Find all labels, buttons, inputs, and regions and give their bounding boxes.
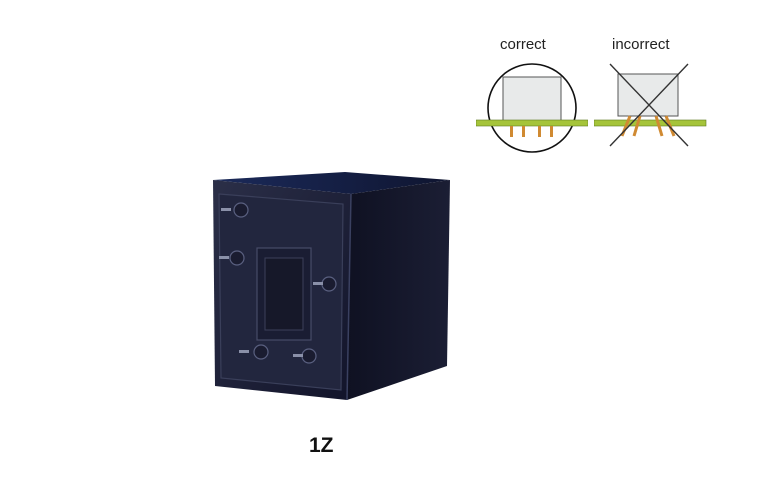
relay-top-face bbox=[213, 172, 450, 194]
terminal-pin bbox=[219, 256, 229, 259]
cross-mark bbox=[609, 63, 689, 147]
correct-mounting-diagram bbox=[476, 63, 588, 153]
pcb-strip bbox=[476, 119, 588, 127]
terminal bbox=[321, 276, 337, 292]
terminal-pin bbox=[313, 282, 323, 285]
terminal bbox=[229, 250, 245, 266]
relay-side-face bbox=[347, 180, 450, 400]
pin bbox=[632, 115, 642, 137]
correct-caption: correct bbox=[500, 36, 546, 53]
relay-outline bbox=[502, 76, 562, 122]
relay-product-image bbox=[213, 172, 450, 401]
terminal bbox=[253, 344, 269, 360]
relay-outline bbox=[617, 73, 679, 117]
pcb-strip bbox=[594, 119, 707, 127]
terminal bbox=[233, 202, 249, 218]
incorrect-caption: incorrect bbox=[612, 36, 670, 53]
pin bbox=[510, 126, 513, 137]
pin bbox=[522, 126, 525, 137]
pin bbox=[654, 115, 664, 137]
relay-edge-highlight bbox=[346, 193, 352, 401]
relay-center-window bbox=[264, 257, 304, 331]
terminal-pin bbox=[239, 350, 249, 353]
terminal-pin bbox=[293, 354, 303, 357]
pin bbox=[664, 115, 676, 137]
terminal bbox=[301, 348, 317, 364]
pin bbox=[538, 126, 541, 137]
terminal-pin bbox=[221, 208, 231, 211]
model-label: 1Z bbox=[309, 434, 334, 457]
incorrect-mounting-diagram bbox=[594, 63, 707, 147]
pin bbox=[550, 126, 553, 137]
